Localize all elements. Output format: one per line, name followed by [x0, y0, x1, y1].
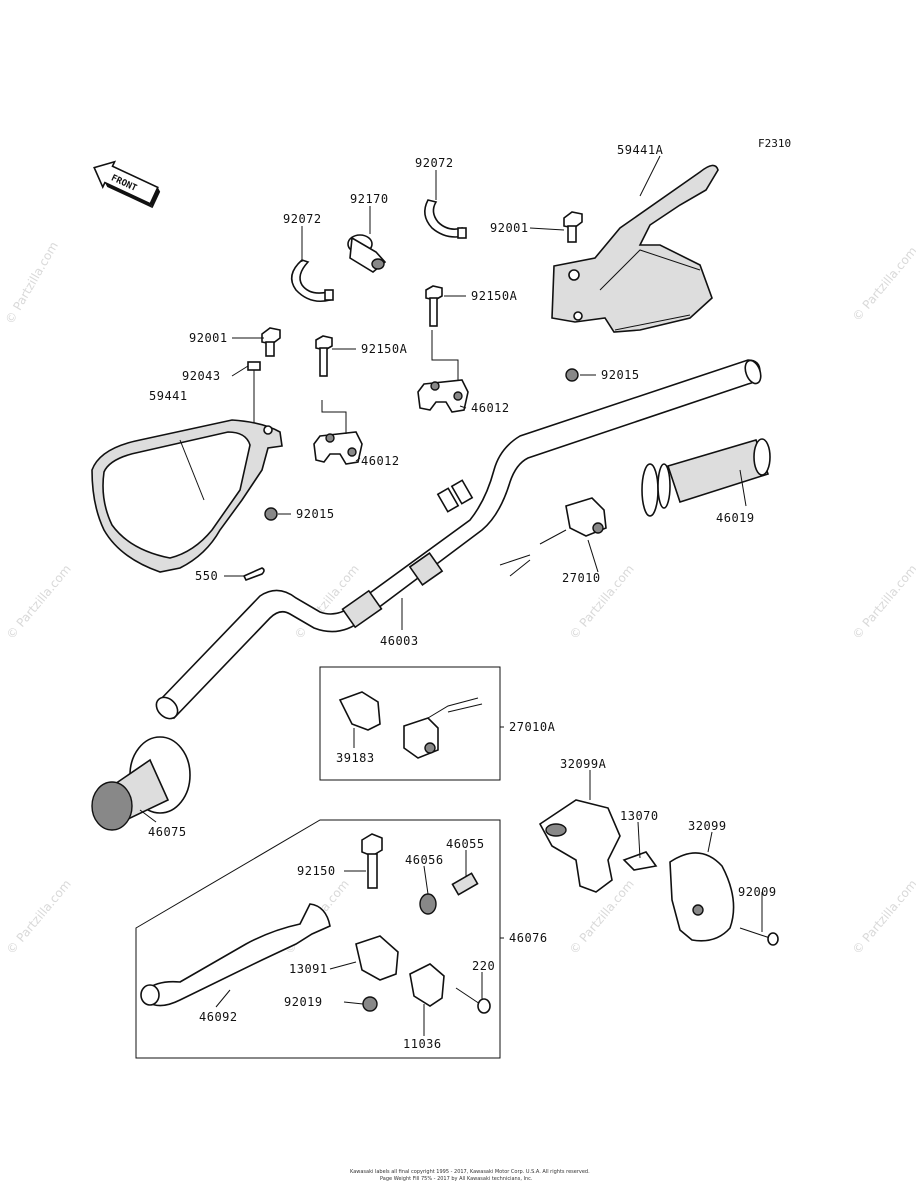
- bolt-92150A-lower: [315, 335, 333, 377]
- label-92001: 92001: [490, 221, 529, 235]
- lever-holder-13091: [355, 935, 399, 981]
- leader-lines: [139, 155, 763, 1036]
- label-220: 220: [472, 959, 495, 973]
- label-32099: 32099: [688, 819, 727, 833]
- label-39183: 39183: [336, 751, 375, 765]
- label-92015: 92015: [296, 507, 335, 521]
- watermark: © Partzilla.com: [4, 877, 74, 957]
- strap-92072-left: [290, 259, 334, 303]
- watermark: © Partzilla.com: [850, 244, 916, 324]
- label-59441: 59441: [149, 389, 188, 403]
- handlebar-46003: [155, 359, 762, 720]
- footer-line-1: Kawasaki labels all final copyright 1995…: [350, 1169, 590, 1175]
- strap-92072-right: [424, 199, 467, 239]
- label-92170: 92170: [350, 192, 389, 206]
- watermark: © Partzilla.com: [567, 877, 637, 957]
- label-11036: 11036: [403, 1037, 442, 1051]
- clip-39183: [338, 691, 381, 731]
- handguard-left-59441: [91, 419, 283, 573]
- label-92043: 92043: [182, 369, 221, 383]
- label-92150: 92150: [297, 864, 336, 878]
- clamp-32099A: [538, 799, 621, 893]
- bolt-92001-left: [261, 327, 281, 357]
- bolt-92001-right: [563, 211, 583, 243]
- plate-13070: [622, 851, 658, 871]
- grip-46075: [91, 736, 191, 831]
- front-arrow-icon: FRONT: [93, 160, 161, 209]
- bolt-220: [455, 987, 491, 1014]
- bolt-92150A-upper: [425, 285, 443, 327]
- label-92150A: 92150A: [361, 342, 408, 356]
- lever-46092: [140, 903, 331, 1007]
- grip-46019: [641, 438, 771, 517]
- watermark: © Partzilla.com: [850, 877, 916, 957]
- switch-27010: [499, 497, 607, 577]
- bolt-92150: [361, 833, 383, 889]
- adjuster-46055: [451, 872, 479, 896]
- cotter-pin-550: [242, 567, 265, 582]
- label-92015: 92015: [601, 368, 640, 382]
- handguard-right-59441A: [551, 164, 719, 333]
- label-59441A: 59441A: [617, 143, 664, 157]
- part-labels: 59441A 92072 92170 92072 92001 92150A 92…: [148, 143, 777, 1051]
- watermark: © Partzilla.com: [4, 562, 74, 642]
- label-92072: 92072: [283, 212, 322, 226]
- screw-92009: [739, 927, 779, 946]
- label-92072: 92072: [415, 156, 454, 170]
- switch-27010A: [403, 697, 483, 759]
- nut-46056: [419, 893, 437, 915]
- nut-92019: [362, 996, 378, 1012]
- label-92150A: 92150A: [471, 289, 518, 303]
- label-46055: 46055: [446, 837, 485, 851]
- label-92009: 92009: [738, 885, 777, 899]
- label-92001: 92001: [189, 331, 228, 345]
- clamp-11036: [409, 963, 445, 1007]
- label-46012: 46012: [471, 401, 510, 415]
- nut-92015-left: [264, 507, 278, 521]
- nut-92015-right: [565, 368, 579, 382]
- holder-32099: [669, 852, 735, 942]
- label-46076: 46076: [509, 931, 548, 945]
- label-46056: 46056: [405, 853, 444, 867]
- footer-line-2: Page Weight Fill 75% - 2017 by All Kawas…: [380, 1176, 533, 1182]
- watermark: © Partzilla.com: [2, 239, 60, 326]
- kit-box-27010A: [319, 666, 501, 781]
- label-27010: 27010: [562, 571, 601, 585]
- label-13091: 13091: [289, 962, 328, 976]
- label-92019: 92019: [284, 995, 323, 1009]
- label-46003: 46003: [380, 634, 419, 648]
- label-32099A: 32099A: [560, 757, 607, 771]
- figure-code: F2310: [758, 137, 791, 150]
- label-13070: 13070: [620, 809, 659, 823]
- label-27010A: 27010A: [509, 720, 556, 734]
- label-46092: 46092: [199, 1010, 238, 1024]
- label-46012: 46012: [361, 454, 400, 468]
- label-46019: 46019: [716, 511, 755, 525]
- holder-46012-upper: [417, 379, 469, 413]
- pin-92043: [247, 361, 261, 425]
- holder-46012-lower: [313, 431, 363, 465]
- label-46075: 46075: [148, 825, 187, 839]
- kit-box-46076: [135, 819, 501, 1059]
- watermark: © Partzilla.com: [850, 562, 916, 642]
- clamp-92170: [347, 234, 387, 273]
- label-550: 550: [195, 569, 218, 583]
